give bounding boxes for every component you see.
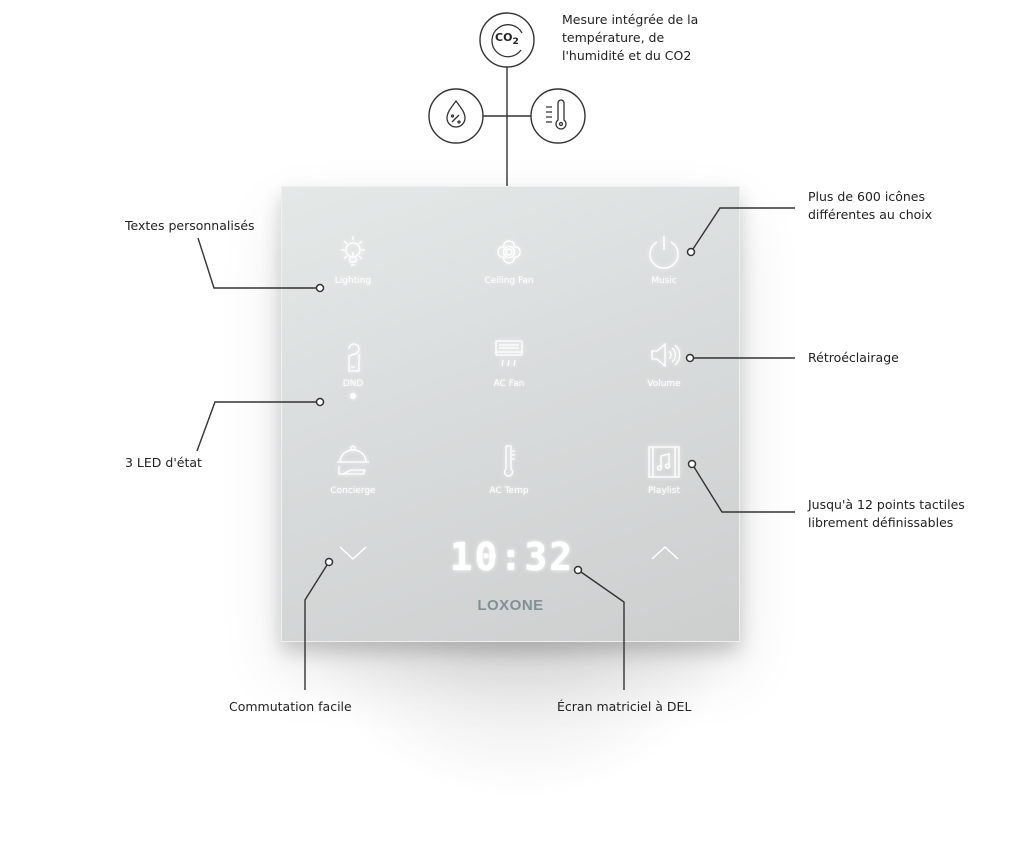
- touch-panel: Lighting Ceiling Fan Music DND AC Fan Vo…: [281, 186, 740, 642]
- humidity-drop-icon: [446, 99, 466, 128]
- co2-text: CO: [495, 31, 513, 44]
- button-label: Lighting: [334, 276, 372, 286]
- thermometer-icon: [503, 445, 515, 477]
- status-led: [350, 393, 356, 399]
- air-conditioner-icon: [495, 340, 523, 367]
- speaker-icon: [651, 342, 681, 368]
- co2-icon: [491, 24, 523, 58]
- button-volume[interactable]: Volume: [609, 335, 719, 389]
- callout-easy-switching: Commutation facile: [229, 699, 352, 714]
- button-ceiling-fan[interactable]: Ceiling Fan: [454, 232, 564, 286]
- callout-icons: Plus de 600 icônes différentes au choix: [808, 189, 933, 222]
- sensor-description: Mesure intégrée de la température, de l'…: [562, 12, 699, 63]
- button-label: Music: [651, 276, 677, 286]
- cloche-icon: [337, 445, 369, 475]
- button-label: Playlist: [648, 486, 680, 496]
- button-playlist[interactable]: Playlist: [609, 442, 719, 496]
- callout-custom-texts: Textes personnalisés: [125, 218, 255, 233]
- button-label: AC Fan: [493, 379, 525, 389]
- button-ac-temp[interactable]: AC Temp: [454, 442, 564, 496]
- brand-logo: LOXONE: [477, 597, 544, 614]
- led-matrix-display: 10:32: [449, 535, 575, 579]
- scroll-up-chevron-icon[interactable]: [650, 545, 680, 561]
- callout-backlight: Rétroéclairage: [808, 350, 899, 365]
- callout-touch-points: Jusqu'à 12 points tactiles librement déf…: [808, 497, 965, 530]
- button-concierge[interactable]: Concierge: [298, 442, 408, 496]
- door-hanger-icon: [348, 343, 360, 372]
- fan-icon: [497, 240, 521, 264]
- thermometer-icon: [546, 99, 567, 130]
- music-album-icon: [648, 446, 680, 478]
- button-lighting[interactable]: Lighting: [298, 232, 408, 286]
- button-dnd[interactable]: DND: [298, 335, 408, 399]
- bulb-icon: [341, 236, 365, 266]
- button-label: DND: [342, 379, 364, 389]
- callout-led-matrix: Écran matriciel à DEL: [557, 699, 692, 714]
- button-ac-fan[interactable]: AC Fan: [454, 335, 564, 389]
- button-label: Volume: [647, 379, 681, 389]
- button-label: Concierge: [330, 486, 376, 496]
- co2-subscript: 2: [512, 36, 519, 48]
- co2-label: CO2: [495, 31, 519, 47]
- button-label: Ceiling Fan: [484, 276, 534, 286]
- power-icon: [649, 236, 679, 269]
- button-label: AC Temp: [489, 486, 529, 496]
- callout-status-leds: 3 LED d'état: [125, 455, 202, 470]
- button-music[interactable]: Music: [609, 232, 719, 286]
- scroll-down-chevron-icon[interactable]: [338, 545, 368, 561]
